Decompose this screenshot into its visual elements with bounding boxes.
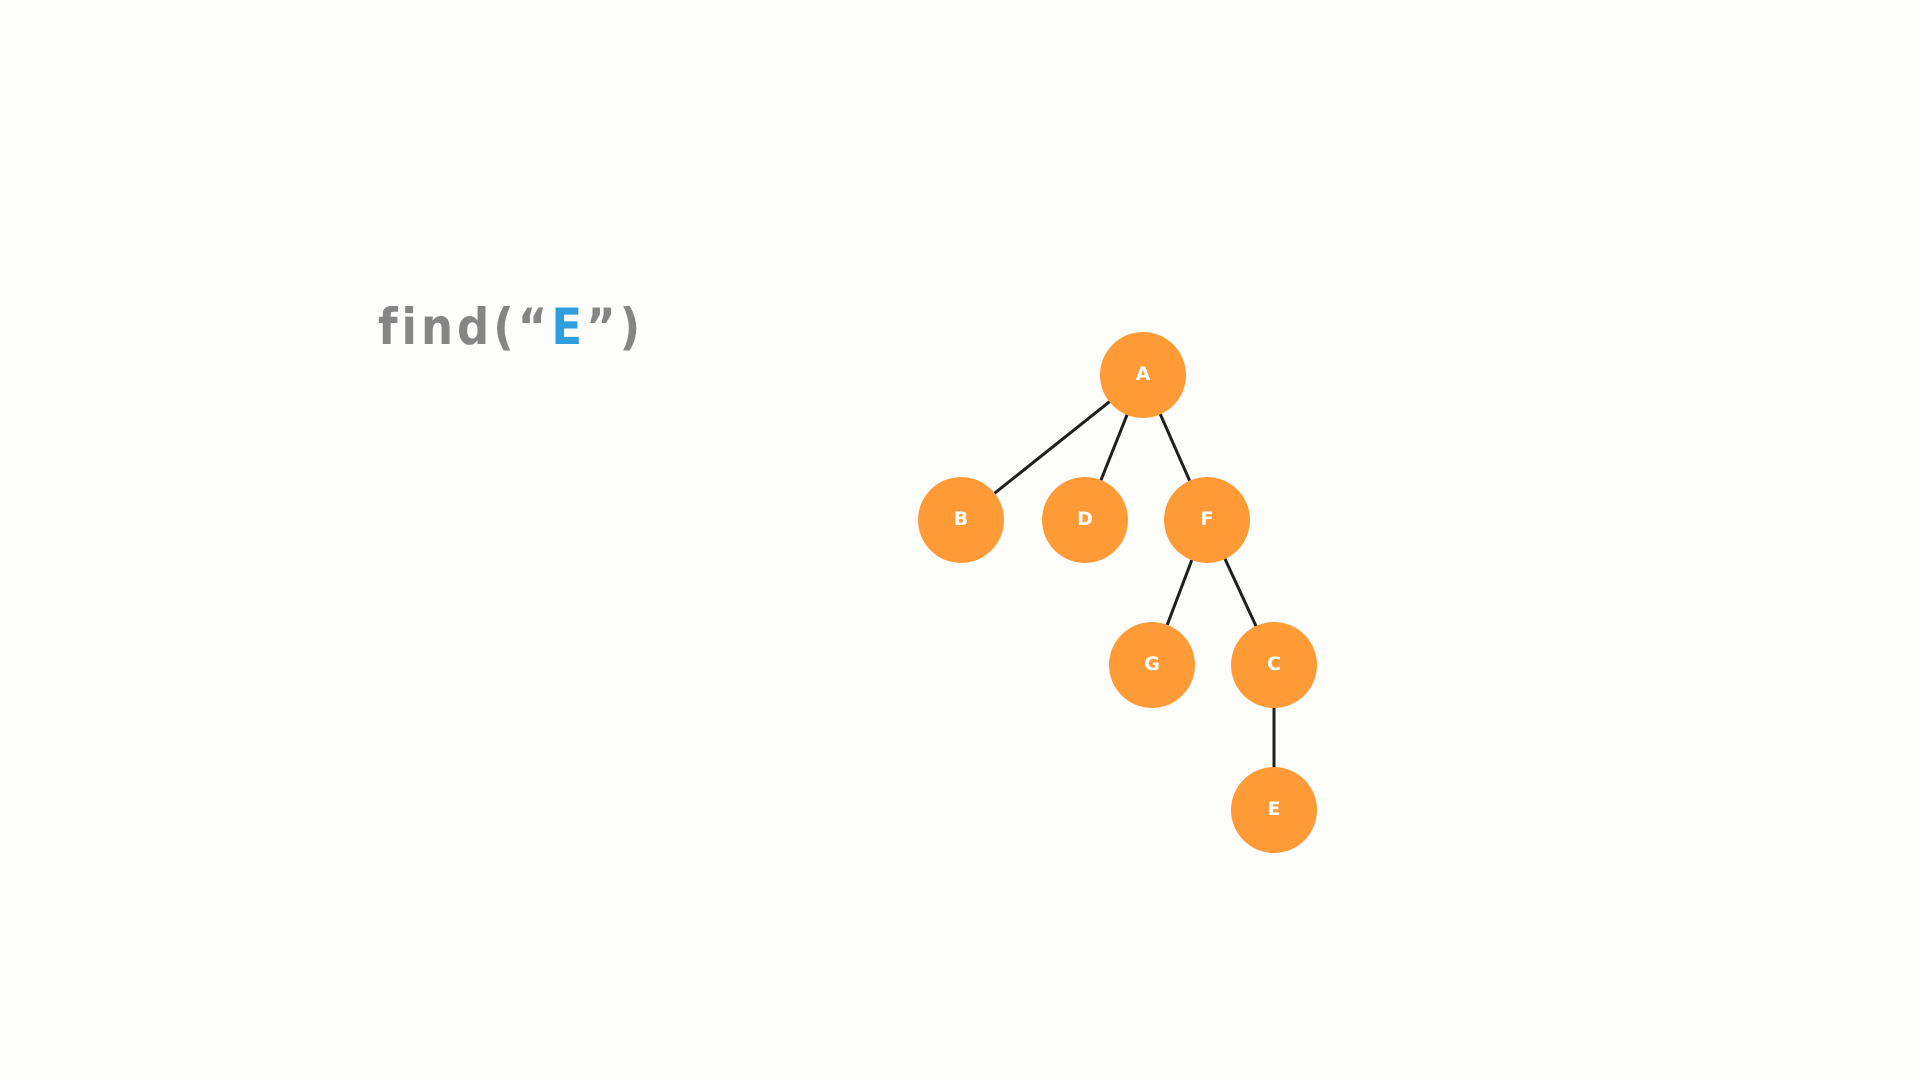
tree-node-a: A [1100,332,1186,418]
tree-node-g: G [1109,622,1195,708]
node-label: F [1201,508,1214,530]
node-label: G [1144,653,1160,675]
node-circle [918,477,1004,563]
node-circle [1231,622,1317,708]
find-call-argument: E [551,298,587,356]
node-circle [1109,622,1195,708]
node-circle [1042,477,1128,563]
node-circle [1100,332,1186,418]
find-call-prefix: find(“ [378,298,552,356]
tree-nodes: A B D F G C E [918,332,1317,853]
tree-node-c: C [1231,622,1317,708]
node-circle [1231,767,1317,853]
node-label: B [954,508,968,530]
tree-node-d: D [1042,477,1128,563]
node-circle [1164,477,1250,563]
tree-edges [960,373,1276,810]
node-label: D [1077,508,1093,530]
tree-node-b: B [918,477,1004,563]
node-label: A [1136,363,1151,385]
tree-node-f: F [1164,477,1250,563]
node-label: E [1268,798,1281,820]
find-call-suffix: ”) [586,298,645,356]
node-label: C [1267,653,1281,675]
find-call-label: find(“E”) [378,292,644,362]
tree-node-e: E [1231,767,1317,853]
